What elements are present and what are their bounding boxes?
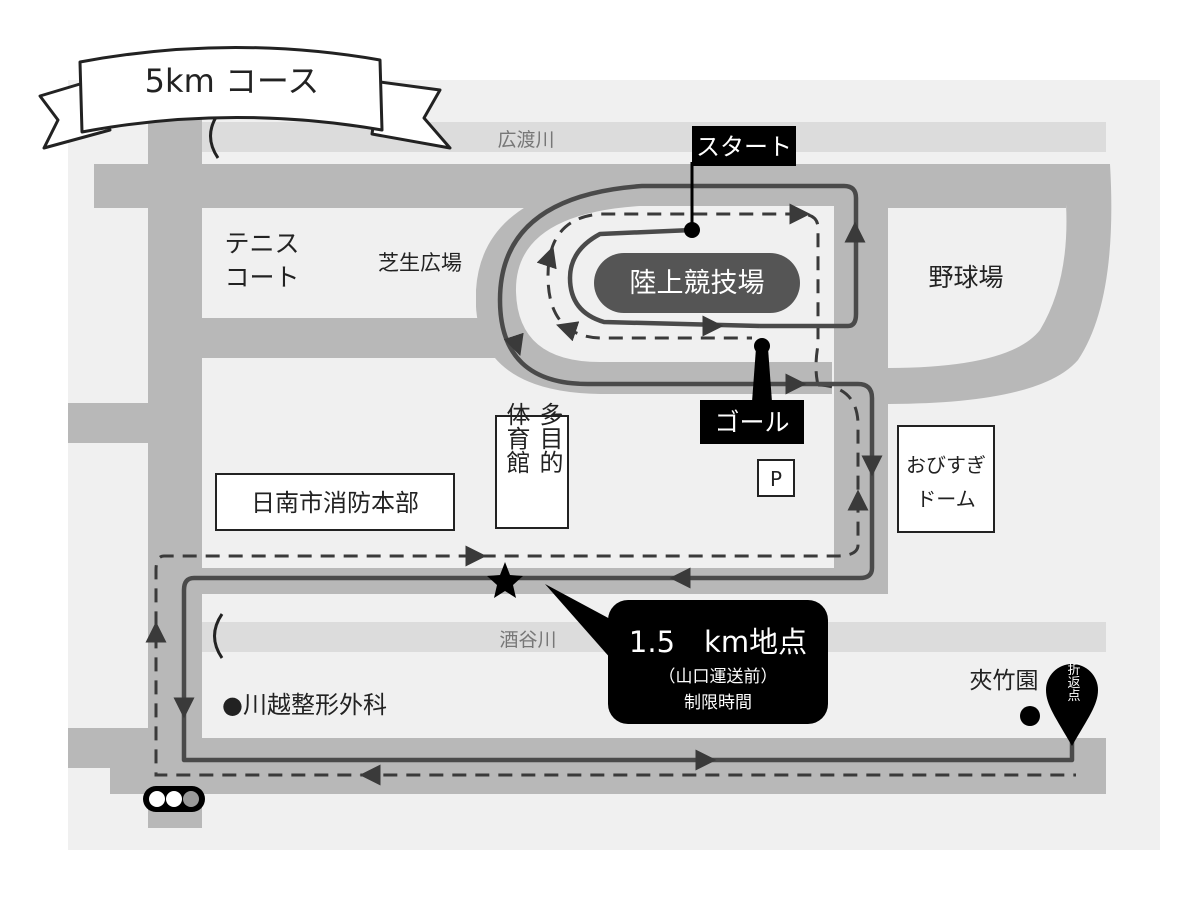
stadium-label: 陸上競技場 — [630, 268, 765, 299]
tennis-court-label: テニス — [224, 229, 299, 258]
fire-dept-label: 日南市消防本部 — [251, 489, 419, 517]
baseball-label: 野球場 — [928, 263, 1003, 292]
river-label-bottom: 酒谷川 — [499, 629, 556, 651]
stadium-shape — [594, 253, 800, 313]
title-ribbon — [38, 46, 452, 150]
parking-box — [757, 459, 795, 497]
fire-dept-box — [215, 473, 455, 531]
start-label: スタート — [696, 133, 792, 161]
traffic-light-icon — [143, 786, 205, 812]
gym-label-col1: 多目的 — [535, 402, 563, 474]
dome-label: おびすぎ — [906, 453, 986, 477]
course-title: 5km コース — [145, 62, 320, 100]
lawn-label: 芝生広場 — [378, 251, 462, 275]
dome-box — [897, 425, 995, 533]
river-label-top: 広渡川 — [497, 129, 554, 151]
checkpoint-note: 制限時間 — [684, 693, 752, 713]
tennis-court-block — [202, 208, 322, 318]
turnaround-label: 折返点 — [1065, 663, 1081, 702]
gym-label-col2: 体育館 — [502, 402, 530, 474]
goal-marker — [700, 338, 804, 444]
dome-label-2: ドーム — [916, 487, 975, 511]
pin-icon — [1046, 664, 1098, 746]
turnaround-pin — [1046, 664, 1098, 746]
checkpoint-sublabel: （山口運送前） — [659, 667, 778, 687]
clinic-label: ●川越整形外科 — [222, 691, 387, 719]
route-dashed — [154, 212, 1076, 777]
river-band-top — [200, 122, 1106, 152]
lawn-block — [366, 208, 476, 318]
gym-box — [495, 415, 569, 529]
checkpoint-callout — [487, 562, 828, 724]
garden-label: 夾竹園 — [970, 668, 1039, 694]
garden-dot — [1020, 706, 1040, 726]
checkpoint-label: 1.5 km地点 — [629, 625, 807, 659]
tennis-court-label-2: コート — [224, 263, 299, 292]
parking-label: P — [770, 467, 782, 491]
baseball-ring-road — [886, 164, 1112, 404]
route-arrows — [145, 203, 883, 786]
star-icon — [487, 562, 523, 598]
start-marker — [684, 126, 796, 238]
goal-label: ゴール — [714, 408, 789, 437]
river-bracket-bottom — [213, 613, 224, 659]
